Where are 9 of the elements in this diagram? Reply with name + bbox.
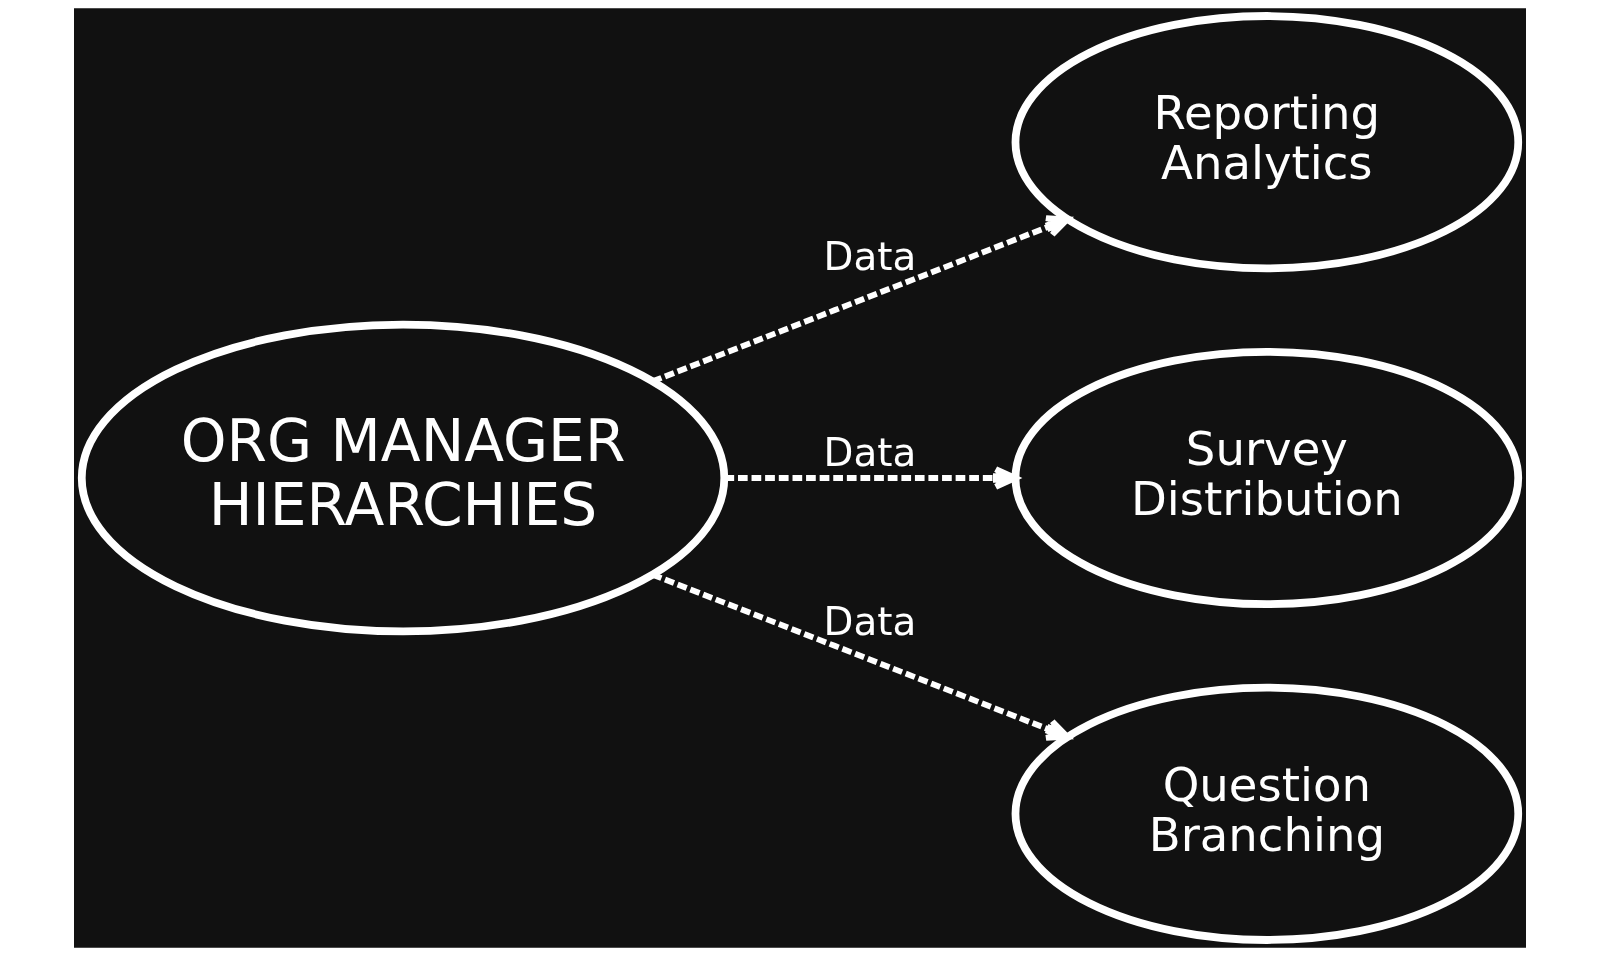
node-ellipse: ORG MANAGER HIERARCHIES — [77, 320, 729, 636]
edge-label: Data — [823, 430, 917, 476]
node-ellipse: Survey Distribution — [1011, 347, 1523, 609]
arrow — [651, 215, 1071, 385]
edge-label: Data — [823, 599, 917, 645]
edge-label: Data — [823, 234, 917, 280]
arrow — [651, 571, 1071, 741]
node-ellipse: Reporting Analytics — [1011, 12, 1523, 273]
node-ellipse: Question Branching — [1011, 683, 1523, 944]
